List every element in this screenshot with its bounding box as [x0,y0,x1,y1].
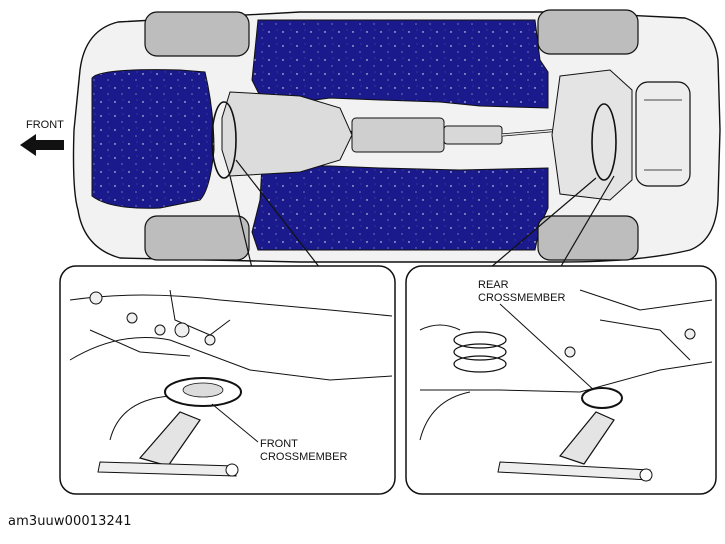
tire-front-left [144,11,250,57]
rear-floor-jack [558,411,615,465]
rear-jack-saddle [581,387,623,409]
rear-crossmember-label-line2: CROSSMEMBER [478,292,565,304]
leader-lines [229,159,615,269]
rear-detail-panel: REAR CROSSMEMBER [405,265,717,495]
rear-crossmember-label-line1: REAR [478,279,509,291]
tire-rear-left [537,9,639,55]
rear-tank [635,81,691,187]
front-undercover [91,69,215,209]
figure-id-caption: am3uuw00013241 [8,514,132,529]
front-crossmember-label-line1: FRONT [260,438,298,450]
front-label: FRONT [26,119,64,131]
front-jack-point-marker [211,101,237,179]
coil-spring [453,331,507,373]
center-undercover-upper [251,19,549,109]
front-detail-panel: FRONT CROSSMEMBER [59,265,396,495]
tire-rear-right [537,215,639,261]
underbody-view [72,9,721,263]
tire-front-right [144,215,250,261]
rear-jack-point-marker [591,103,617,181]
front-subframe [221,91,353,177]
front-direction-indicator: FRONT [20,119,64,156]
arrow-left-icon [20,134,64,156]
front-crossmember-label-line2: CROSSMEMBER [260,451,347,463]
